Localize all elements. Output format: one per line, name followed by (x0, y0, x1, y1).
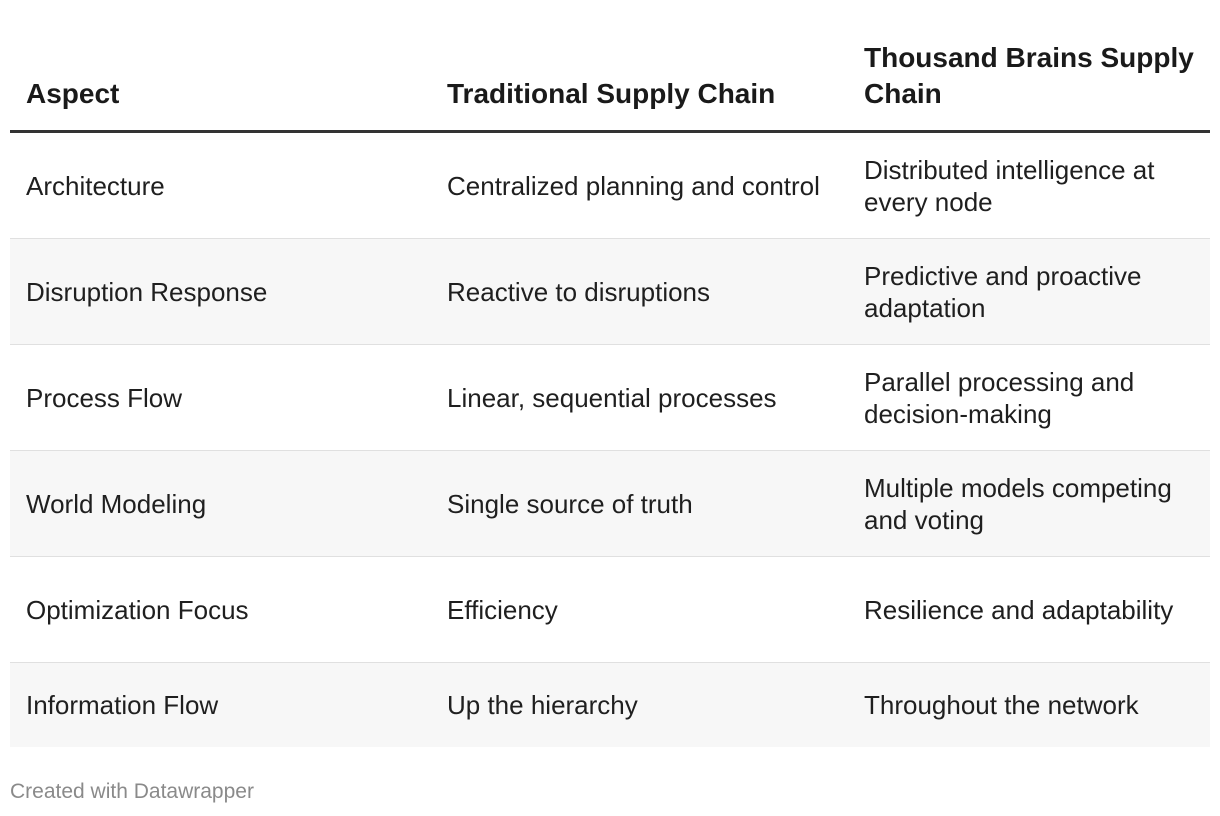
comparison-table: Aspect Traditional Supply Chain Thousand… (10, 34, 1210, 747)
table-cell: Distributed intelligence at every node (864, 154, 1155, 217)
table-row: World Modeling Single source of truth Mu… (10, 451, 1210, 557)
table-cell: Linear, sequential processes (447, 382, 777, 413)
column-header-thousand-brains: Thousand Brains Supply Chain (864, 42, 1194, 109)
datawrapper-credit: Created with Datawrapper (10, 780, 254, 803)
table-cell: Multiple models competing and voting (864, 472, 1172, 535)
table-cell: Information Flow (26, 690, 219, 720)
table-cell: Parallel processing and decision-making (864, 366, 1135, 429)
table-cell: Process Flow (26, 382, 183, 413)
table-row: Information Flow Up the hierarchy Throug… (10, 663, 1210, 747)
column-header-aspect: Aspect (26, 78, 120, 109)
table-cell: Throughout the network (864, 690, 1139, 720)
table-row: Disruption Response Reactive to disrupti… (10, 239, 1210, 345)
table-cell: Architecture (26, 170, 165, 201)
table-row: Architecture Centralized planning and co… (10, 133, 1210, 239)
table-cell: Centralized planning and control (447, 170, 820, 201)
table-row: Optimization Focus Efficiency Resilience… (10, 557, 1210, 663)
column-header-traditional: Traditional Supply Chain (447, 78, 776, 109)
table-cell: Disruption Response (26, 276, 268, 307)
table-cell: World Modeling (26, 488, 207, 519)
table-cell: Predictive and proactive adaptation (864, 260, 1142, 323)
table-cell: Resilience and adaptability (864, 594, 1174, 625)
table-header-row: Aspect Traditional Supply Chain Thousand… (10, 34, 1210, 133)
table-cell: Optimization Focus (26, 594, 249, 625)
table-cell: Reactive to disruptions (447, 276, 711, 307)
table-cell: Single source of truth (447, 488, 693, 519)
table-cell: Up the hierarchy (447, 690, 638, 720)
table-row: Process Flow Linear, sequential processe… (10, 345, 1210, 451)
table-cell: Efficiency (447, 594, 558, 625)
